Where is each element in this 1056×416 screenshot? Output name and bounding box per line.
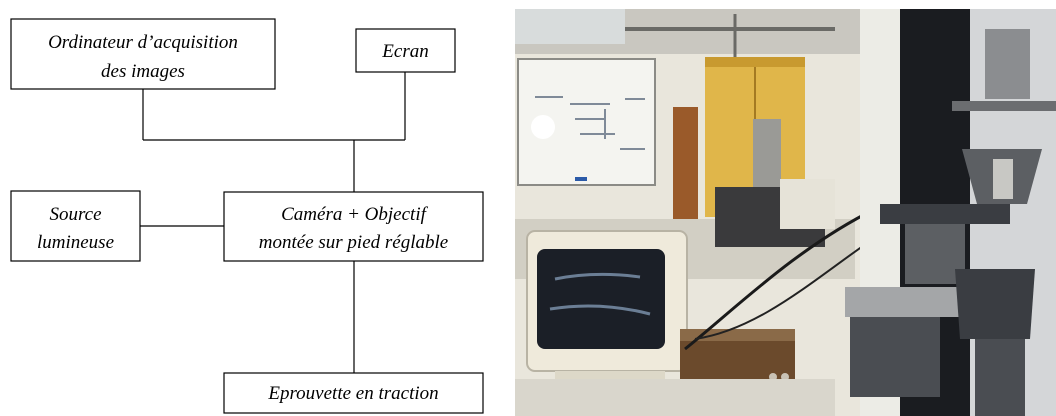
- tensile-machine: [845, 9, 1056, 416]
- whiteboard: [517, 58, 656, 186]
- window-top: [515, 9, 625, 44]
- printer: [780, 179, 835, 229]
- screen-box: Ecran: [355, 28, 456, 73]
- wooden-plank: [673, 107, 698, 222]
- lab-setup-photo: [515, 9, 1056, 416]
- screen-label: Ecran: [381, 41, 428, 62]
- light-source-box: Source lumineuse: [10, 190, 141, 262]
- light-label-line2: lumineuse: [37, 232, 114, 253]
- camera-box: Caméra + Objectif montée sur pied réglab…: [223, 191, 484, 262]
- computer-box: Ordinateur d’acquisition des images: [10, 18, 276, 90]
- computer-label-line1: Ordinateur d’acquisition: [48, 32, 238, 53]
- gray-cylinder: [753, 119, 781, 199]
- light-label-line1: Source: [49, 204, 101, 225]
- camera-label-line1: Caméra + Objectif: [281, 204, 428, 225]
- specimen-box: Eprouvette en traction: [223, 372, 484, 414]
- computer-label-line2: des images: [101, 61, 185, 82]
- table-surface: [515, 379, 835, 416]
- camera-label-line2: montée sur pied réglable: [259, 232, 448, 253]
- cable-1: [684, 207, 876, 351]
- crt-monitor: [526, 230, 688, 391]
- specimen-label: Eprouvette en traction: [267, 383, 438, 404]
- experimental-setup-diagram: Ordinateur d’acquisition des images Ecra…: [10, 18, 484, 414]
